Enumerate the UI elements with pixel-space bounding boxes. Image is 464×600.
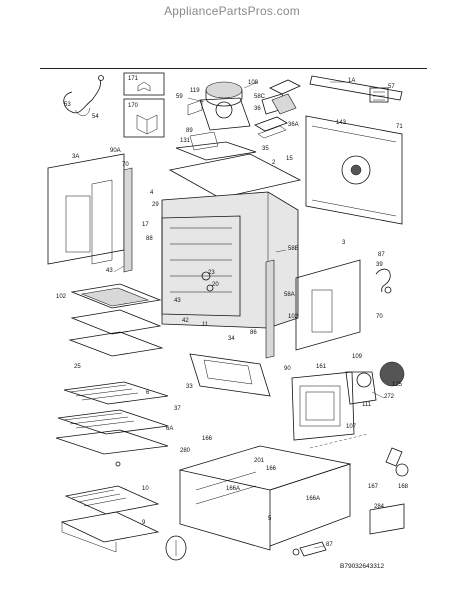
part-label: 167	[368, 484, 379, 490]
part-label: 17	[142, 222, 149, 228]
part-label: 9	[142, 520, 146, 526]
part-label: 1A	[348, 78, 355, 84]
part-label: 272	[384, 394, 395, 400]
part-label: 125	[392, 382, 403, 388]
part-label: 87	[378, 252, 385, 258]
part-label: 6	[146, 390, 150, 396]
part-label: 37	[174, 406, 181, 412]
convection-fan-housing[interactable]	[291, 361, 405, 441]
part-label: 170	[128, 103, 139, 109]
part-label: 171	[128, 76, 139, 82]
part-label: 42	[182, 318, 189, 324]
part-label: 166	[202, 436, 213, 442]
part-label: 25	[74, 364, 81, 370]
part-label: 90A	[110, 148, 121, 154]
convection-fan-assembly[interactable]	[187, 81, 251, 131]
part-label: 88	[146, 236, 153, 242]
part-label: 284	[374, 504, 385, 510]
part-label: 43	[174, 298, 181, 304]
part-label: 280	[180, 448, 191, 454]
part-label: 109	[352, 354, 363, 360]
part-label: 39	[376, 262, 383, 268]
part-label: 166A	[306, 496, 320, 502]
part-label: 2	[272, 160, 276, 166]
part-labels: 171 170 53 54 108 59 119 58C 36 36A 1A 5…	[56, 76, 409, 548]
part-label: 54	[92, 114, 99, 120]
part-label: 58C	[254, 94, 266, 100]
vent-duct-parts[interactable]	[254, 79, 301, 139]
part-label: 36A	[288, 122, 299, 128]
right-side-panel[interactable]	[265, 259, 361, 359]
part-label: 119	[190, 88, 200, 94]
oven-top-cover[interactable]	[168, 153, 302, 199]
part-label: 11	[202, 322, 209, 328]
part-label: 161	[316, 364, 327, 370]
leader-lines	[113, 81, 385, 549]
part-label: 168	[398, 484, 409, 490]
part-label: 20	[212, 282, 219, 288]
part-label: 3	[342, 240, 346, 246]
terminal-block-cord[interactable]	[375, 268, 392, 294]
part-label: 34	[228, 336, 235, 342]
part-label: 3A	[72, 154, 79, 160]
part-label: 58B	[288, 246, 299, 252]
part-label: 36	[254, 106, 261, 112]
diagram-top-rule	[40, 68, 427, 69]
part-label: 5	[268, 516, 272, 522]
part-label: 59	[176, 94, 183, 100]
part-label: 90	[284, 366, 291, 372]
oven-racks[interactable]	[55, 381, 169, 467]
part-label: 166A	[226, 486, 240, 492]
part-label: 43	[106, 268, 113, 274]
part-label: 15	[286, 156, 293, 162]
part-label: 201	[254, 458, 265, 464]
storage-drawer-frame[interactable]	[178, 445, 352, 551]
wire-harness[interactable]	[63, 75, 104, 116]
part-label: 166	[266, 466, 277, 472]
part-label: 102	[288, 314, 299, 320]
part-label: 102	[56, 294, 67, 300]
part-label: 57	[388, 84, 395, 90]
storage-drawer-front[interactable]	[189, 353, 271, 397]
part-label: 53	[64, 102, 71, 108]
door-lock-parts[interactable]	[309, 433, 409, 535]
part-label: 33	[186, 384, 193, 390]
fan-bracket[interactable]	[175, 131, 257, 161]
rear-panel-element[interactable]	[305, 115, 403, 225]
oven-cavity[interactable]	[161, 191, 299, 329]
part-label: 10	[142, 486, 149, 492]
part-label: 71	[396, 124, 403, 130]
back-control-panel[interactable]	[309, 75, 403, 103]
part-label: 58A	[284, 292, 295, 298]
part-label: 6A	[166, 426, 173, 432]
part-label: 107	[346, 424, 357, 430]
part-label: 70	[376, 314, 383, 320]
part-label: 86	[250, 330, 257, 336]
part-label: 108	[248, 80, 259, 86]
part-label: 23	[208, 270, 215, 276]
left-side-panel[interactable]	[47, 153, 133, 273]
part-label: 70	[122, 162, 129, 168]
inset-box-170[interactable]	[123, 98, 165, 138]
part-label: 4	[150, 190, 154, 196]
part-label: 87	[326, 542, 333, 548]
leveling-legs[interactable]	[165, 535, 187, 561]
part-label: 111	[362, 402, 372, 408]
part-label: 29	[152, 202, 159, 208]
oven-light-assembly[interactable]	[292, 541, 327, 557]
part-label: 89	[186, 128, 193, 134]
part-label: 143	[336, 120, 347, 126]
document-code: B79032643312	[340, 563, 384, 570]
broil-pan-stack[interactable]	[68, 283, 164, 357]
site-header: AppliancePartsPros.com	[164, 4, 300, 18]
part-label: 131	[180, 138, 191, 144]
part-label: 35	[262, 146, 269, 152]
inset-box-171[interactable]	[123, 72, 165, 96]
broiler-pan[interactable]	[60, 485, 160, 553]
